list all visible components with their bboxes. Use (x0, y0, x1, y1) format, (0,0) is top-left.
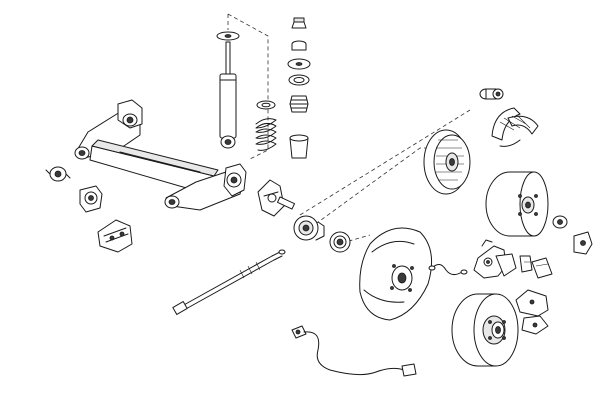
backing-plate[interactable] (359, 227, 433, 321)
axle-bushing[interactable] (79, 185, 103, 213)
brake-shoes[interactable] (491, 107, 539, 147)
axle-bracket[interactable] (97, 219, 133, 253)
wheel-cylinder[interactable] (479, 88, 504, 100)
rear-axle-beam[interactable] (74, 99, 247, 211)
shock-absorber[interactable] (216, 31, 240, 149)
axle-bushing[interactable] (573, 231, 593, 255)
caliper-carrier[interactable] (515, 289, 549, 335)
axle-bushing[interactable] (552, 215, 568, 229)
hub-flange[interactable] (293, 215, 325, 241)
wheel-bearing[interactable] (329, 231, 351, 253)
brake-drum[interactable] (423, 129, 471, 195)
axle-bushing[interactable] (45, 166, 71, 182)
handbrake-cable[interactable] (172, 249, 286, 315)
strut-mount-kit[interactable] (287, 17, 311, 159)
brake-drum[interactable] (485, 171, 549, 237)
brake-caliper[interactable] (473, 239, 517, 279)
brake-pads[interactable] (519, 255, 553, 279)
brake-disc[interactable] (451, 293, 519, 367)
abs-sensor[interactable] (291, 325, 417, 377)
coil-spring[interactable] (255, 100, 277, 151)
brake-hose[interactable] (428, 264, 468, 276)
stub-axle[interactable] (257, 179, 296, 217)
